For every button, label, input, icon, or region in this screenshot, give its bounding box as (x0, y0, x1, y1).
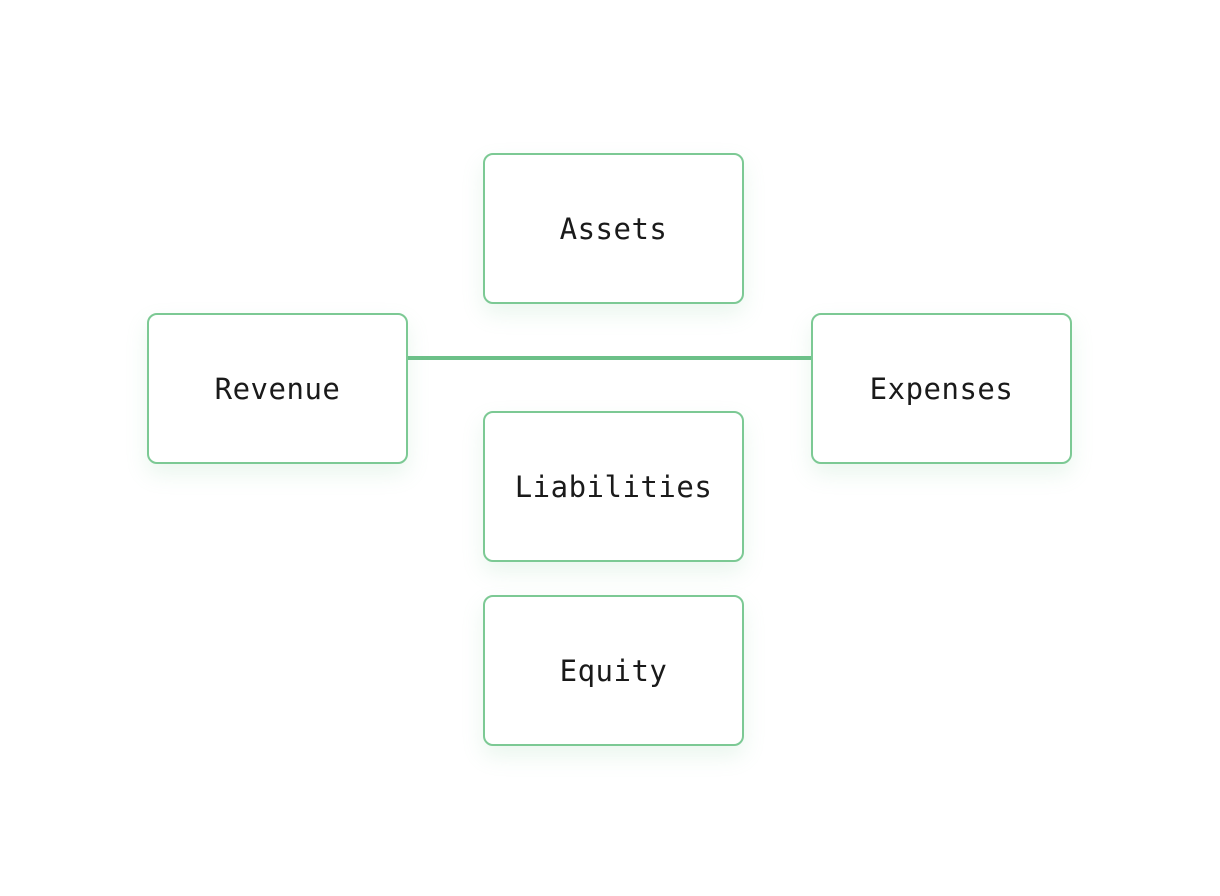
node-assets[interactable]: Assets (483, 153, 744, 304)
node-equity[interactable]: Equity (483, 595, 744, 746)
node-revenue[interactable]: Revenue (147, 313, 408, 464)
connector-revenue-expenses (407, 356, 812, 360)
node-revenue-label: Revenue (214, 371, 341, 406)
node-liabilities[interactable]: Liabilities (483, 411, 744, 562)
node-equity-label: Equity (559, 653, 668, 688)
node-assets-label: Assets (559, 211, 668, 246)
node-expenses[interactable]: Expenses (811, 313, 1072, 464)
node-liabilities-label: Liabilities (514, 469, 713, 504)
node-expenses-label: Expenses (869, 371, 1014, 406)
